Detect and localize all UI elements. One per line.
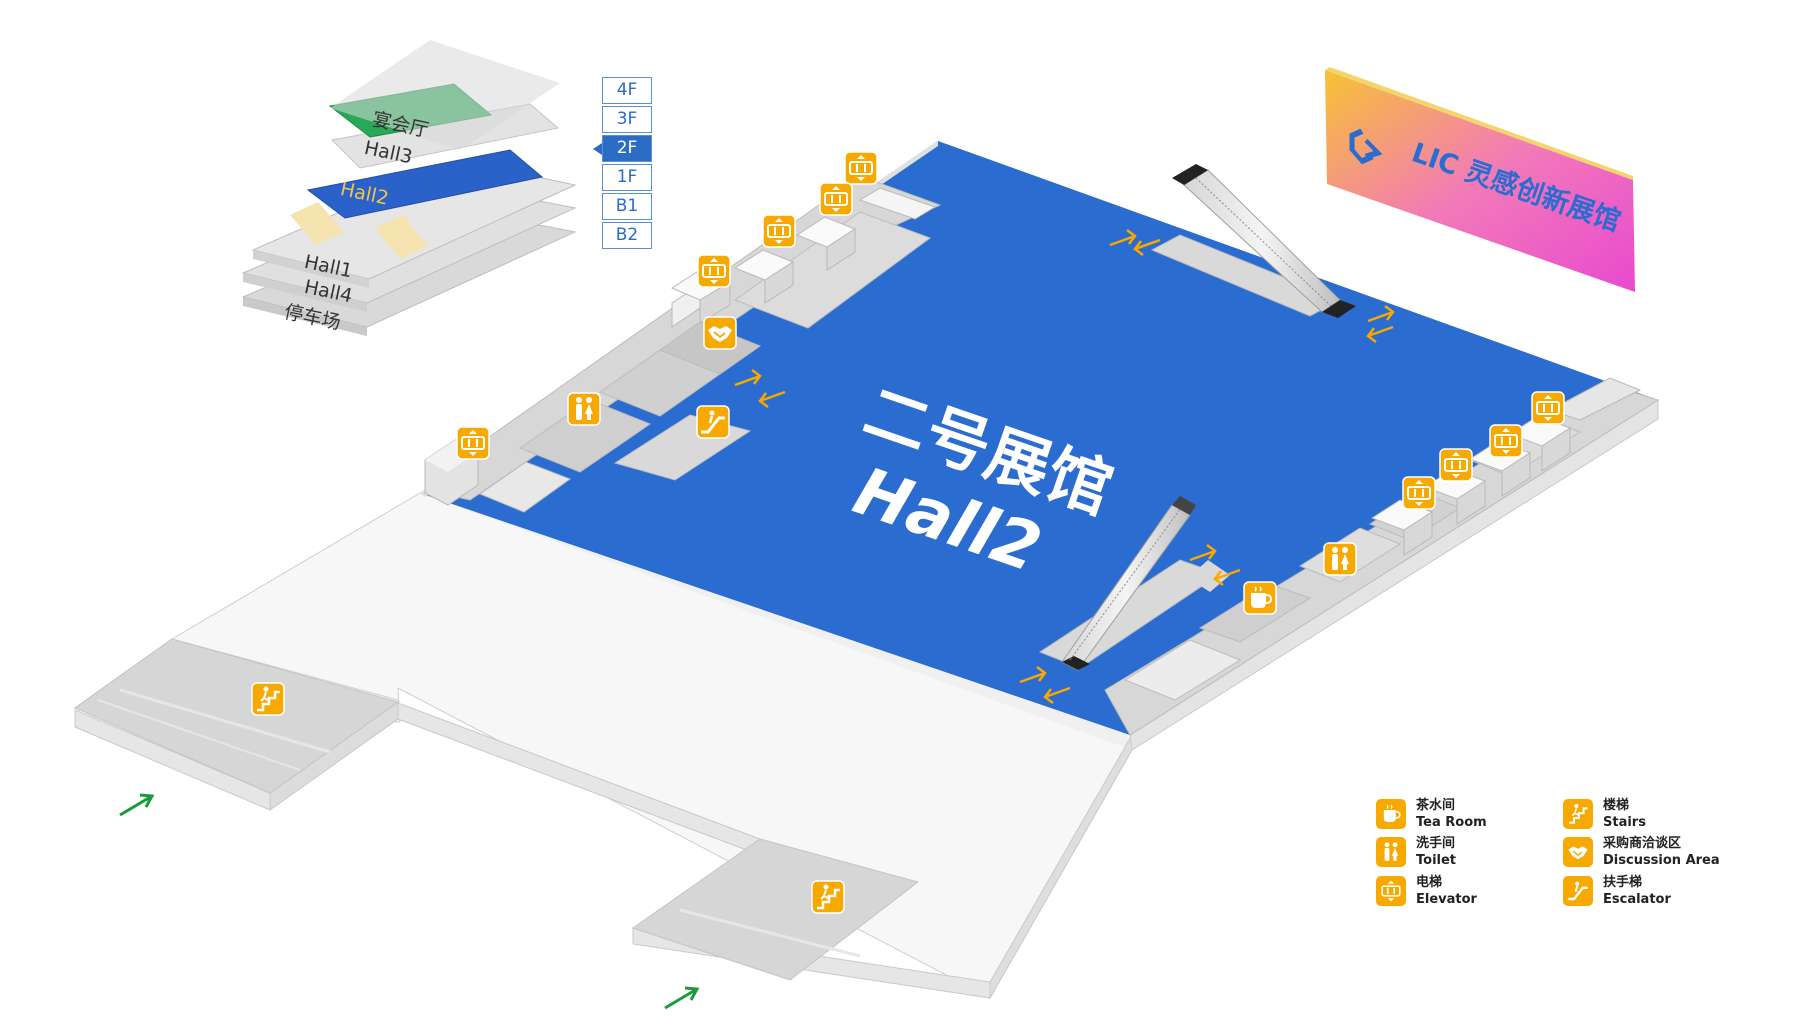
escalator-icon[interactable] [696, 405, 730, 439]
legend-label-en: Toilet [1416, 853, 1457, 868]
floor-selector: 4F 3F 2F 1F B1 B2 [593, 77, 652, 251]
tea-cup-icon [1376, 799, 1406, 829]
entrance-hall [73, 492, 1133, 1000]
floor-button-b1[interactable]: B1 [602, 193, 652, 220]
entrance-arrow-icon [664, 986, 700, 1010]
toilet-icon[interactable] [567, 392, 601, 426]
elevator-icon[interactable] [697, 254, 731, 288]
elevator-icon [1376, 876, 1406, 906]
legend-label-en: Escalator [1603, 892, 1671, 907]
hall2-floor[interactable] [306, 149, 544, 219]
entrance-arrows [119, 793, 700, 1010]
elevator-icon[interactable] [819, 182, 853, 216]
legend-label-en: Discussion Area [1603, 853, 1720, 868]
legend-label-zh: 茶水间 [1416, 798, 1456, 813]
elevator-icon[interactable] [1439, 448, 1473, 482]
legend-item-toilet: 洗手间 Toilet [1376, 835, 1456, 869]
escalator-bottom [1061, 496, 1196, 671]
floor-button-b2[interactable]: B2 [602, 222, 652, 249]
elevator-icon[interactable] [1531, 391, 1565, 425]
elevator-icon[interactable] [456, 426, 490, 460]
legend-item-elevator: 电梯 Elevator [1376, 874, 1477, 908]
handshake-icon [1563, 837, 1593, 867]
floor-button-1f[interactable]: 1F [602, 164, 652, 191]
toilet-icon [1376, 837, 1406, 867]
roof [330, 40, 560, 150]
escalator-top [1172, 164, 1356, 318]
entrance-arrow-icon [119, 793, 155, 817]
hall2-main-floor: 二号展馆 Hall2 [420, 141, 1660, 751]
direction-arrows [734, 229, 1395, 704]
stairs-icon[interactable] [811, 880, 845, 914]
legend-item-discussion: 采购商洽谈区 Discussion Area [1563, 835, 1720, 869]
legend-label-en: Tea Room [1416, 815, 1487, 830]
brand-sign: LIC 灵感创新展馆 [1325, 67, 1635, 292]
legend-label-en: Elevator [1416, 892, 1477, 907]
legend-label-zh: 楼梯 [1603, 798, 1630, 813]
legend-label-zh: 洗手间 [1416, 836, 1456, 851]
legend-item-tea-room: 茶水间 Tea Room [1376, 797, 1487, 831]
elevator-icon[interactable] [844, 151, 878, 185]
stairs-icon[interactable] [251, 682, 285, 716]
elevator-icon[interactable] [1402, 476, 1436, 510]
stair-area-left [73, 638, 400, 794]
brand-logo-icon [1349, 128, 1383, 165]
escalator-highlight [290, 202, 344, 245]
floor-button-3f[interactable]: 3F [602, 106, 652, 133]
handshake-icon[interactable] [703, 316, 737, 350]
legend-item-stairs: 楼梯 Stairs [1563, 797, 1646, 831]
building-stack: 宴会厅 Hall3 Hall2 Hall1 Hall4 停车场 [241, 40, 577, 336]
toilet-icon[interactable] [1323, 542, 1357, 576]
escalator-icon [1563, 876, 1593, 906]
legend-item-escalator: 扶手梯 Escalator [1563, 874, 1671, 908]
floor-button-2f[interactable]: 2F [593, 135, 652, 162]
legend-label-zh: 采购商洽谈区 [1603, 836, 1682, 851]
stair-area-right [631, 838, 920, 981]
map-icons [251, 151, 1565, 914]
legend-label-zh: 电梯 [1416, 875, 1443, 890]
stairs-icon [1563, 799, 1593, 829]
floor-button-4f[interactable]: 4F [602, 77, 652, 104]
legend-label-en: Stairs [1603, 815, 1646, 830]
legend-label-zh: 扶手梯 [1603, 875, 1643, 890]
elevator-icon[interactable] [1489, 424, 1523, 458]
elevator-icon[interactable] [762, 214, 796, 248]
tea-cup-icon[interactable] [1243, 581, 1277, 615]
